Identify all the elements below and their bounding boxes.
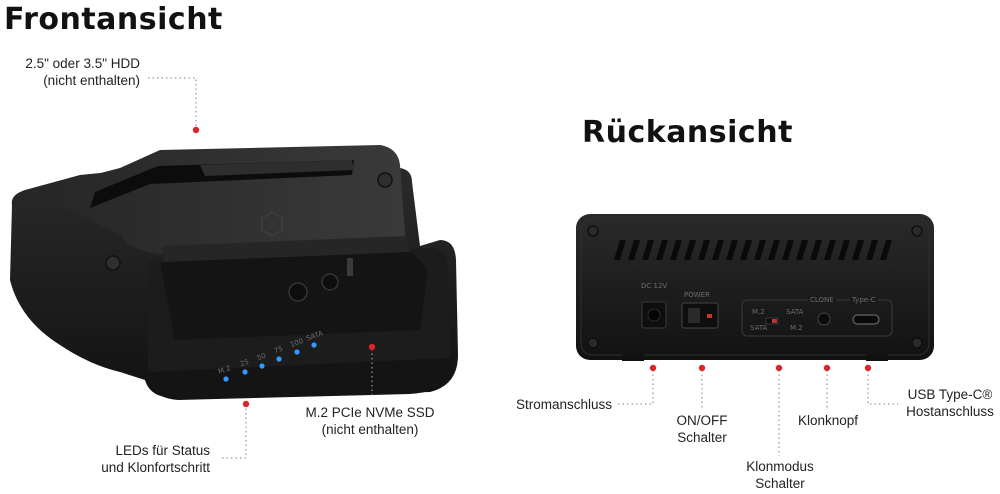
callout-ssd-line1: M.2 PCIe NVMe SSD — [305, 405, 435, 420]
callout-leds-line2: und Klonfortschritt — [101, 460, 210, 475]
callout-hdd-line1: 2.5" oder 3.5" HDD — [25, 56, 140, 71]
front-view-title: Frontansicht — [4, 2, 223, 37]
callout-hdd-line2: (nicht enthalten) — [43, 73, 140, 88]
panel-label-m2-a: M.2 — [752, 308, 765, 316]
vent-slots — [614, 240, 892, 260]
callout-usb-line2: Hostanschluss — [906, 404, 994, 419]
callout-hdd: 2.5" oder 3.5" HDD (nicht enthalten) — [0, 55, 140, 89]
callout-lines — [148, 77, 898, 459]
callout-mode-line2: Schalter — [755, 476, 805, 491]
back-dock-device — [576, 214, 934, 361]
front-dock-device — [10, 145, 458, 400]
panel-label-dc: DC 12V — [641, 282, 668, 290]
status-leds — [223, 342, 317, 382]
callout-ssd: M.2 PCIe NVMe SSD (nicht enthalten) — [290, 404, 450, 438]
callout-usb-line1: USB Type-C® — [907, 387, 993, 402]
callout-dots — [192, 126, 872, 408]
panel-label-typec: Type-C — [850, 296, 878, 304]
callout-ssd-line2: (nicht enthalten) — [321, 422, 419, 437]
panel-label-power: POWER — [684, 291, 710, 299]
callout-leds: LEDs für Status und Klonfortschritt — [60, 442, 210, 476]
callout-mode-line1: Klonmodus — [746, 459, 814, 474]
callout-clone-mode: Klonmodus Schalter — [732, 458, 828, 492]
panel-label-m2-b: M.2 — [790, 324, 803, 332]
panel-label-clone: CLONE — [808, 296, 836, 304]
callout-clone-button: Klonknopf — [797, 413, 859, 428]
back-view-title: Rückansicht — [582, 115, 793, 150]
callout-power-port: Stromanschluss — [515, 397, 612, 412]
panel-label-sata-b: SATA — [750, 324, 768, 332]
callout-switch-line2: Schalter — [677, 430, 727, 445]
callout-power-switch: ON/OFF Schalter — [660, 412, 744, 446]
panel-label-sata-a: SATA — [786, 308, 804, 316]
callout-leds-line1: LEDs für Status — [115, 443, 210, 458]
callout-switch-line1: ON/OFF — [676, 413, 728, 428]
callout-usb-port: USB Type-C® Hostanschluss — [900, 386, 1000, 420]
